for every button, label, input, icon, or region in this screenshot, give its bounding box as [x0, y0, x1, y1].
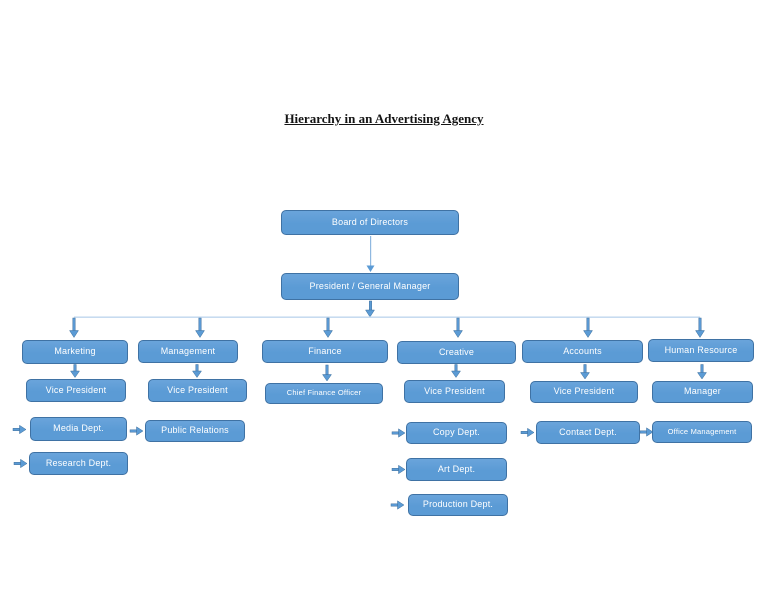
node-chief-finance-officer: Chief Finance Officer [265, 383, 383, 404]
node-human-resource: Human Resource [648, 339, 754, 362]
node-board-of-directors: Board of Directors [281, 210, 459, 235]
node-president-general-manager: President / General Manager [281, 273, 459, 300]
node-creative-vice-president: Vice President [404, 380, 505, 403]
node-public-relations: Public Relations [145, 420, 245, 442]
node-contact-dept: Contact Dept. [536, 421, 640, 444]
node-accounts-vice-president: Vice President [530, 381, 638, 403]
node-finance: Finance [262, 340, 388, 363]
node-management: Management [138, 340, 238, 363]
node-media-dept: Media Dept. [30, 417, 127, 441]
node-art-dept: Art Dept. [406, 458, 507, 481]
arrow-president-to-branches [365, 300, 375, 318]
node-copy-dept: Copy Dept. [406, 422, 507, 444]
node-management-vice-president: Vice President [148, 379, 247, 402]
arrow-board-to-president [366, 236, 375, 272]
node-hr-manager: Manager [652, 381, 753, 403]
node-office-management: Office Management [652, 421, 752, 443]
node-marketing-vice-president: Vice President [26, 379, 126, 402]
node-research-dept: Research Dept. [29, 452, 128, 475]
node-marketing: Marketing [22, 340, 128, 364]
branch-drop-arrows [69, 317, 705, 338]
node-accounts: Accounts [522, 340, 643, 363]
chart-title: Hierarchy in an Advertising Agency [284, 111, 484, 126]
node-production-dept: Production Dept. [408, 494, 508, 516]
node-creative: Creative [397, 341, 516, 364]
branch-line [74, 316, 700, 318]
